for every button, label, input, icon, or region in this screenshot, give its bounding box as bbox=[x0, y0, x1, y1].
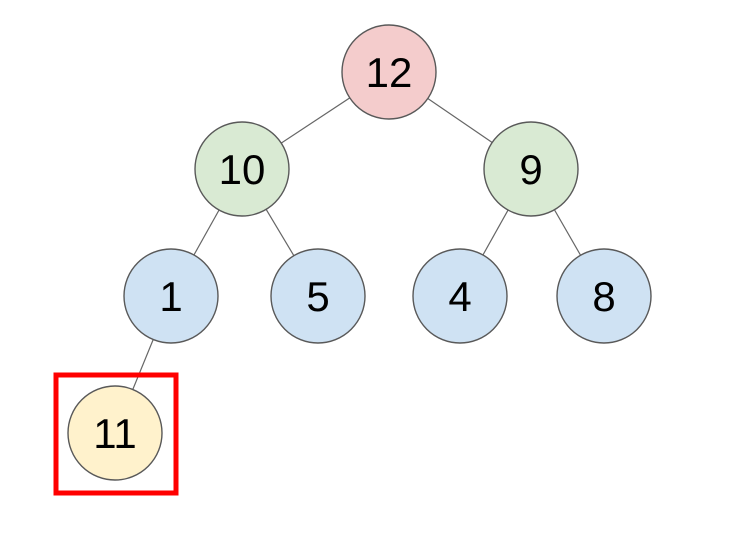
tree-node-circle-5 bbox=[270, 248, 366, 344]
tree-node-label-5: 5 bbox=[306, 273, 329, 320]
tree-node-circle-12 bbox=[341, 24, 437, 120]
tree-node-circle-9 bbox=[483, 121, 579, 217]
tree-node-5: 5 bbox=[270, 248, 366, 344]
tree-node-circle-8 bbox=[556, 248, 652, 344]
tree-node-8: 8 bbox=[556, 248, 652, 344]
tree-node-9: 9 bbox=[483, 121, 579, 217]
highlight-box bbox=[53, 372, 179, 496]
tree-node-label-11: 11 bbox=[93, 410, 137, 457]
tree-node-label-8: 8 bbox=[592, 273, 615, 320]
tree-node-circle-4 bbox=[412, 248, 508, 344]
tree-node-circle-11 bbox=[67, 385, 163, 481]
tree-node-1: 1 bbox=[123, 248, 219, 344]
tree-node-label-10: 10 bbox=[219, 146, 266, 193]
tree-node-10: 10 bbox=[194, 121, 290, 217]
tree-node-circle-1 bbox=[123, 248, 219, 344]
tree-node-label-1: 1 bbox=[159, 273, 182, 320]
tree-node-label-9: 9 bbox=[519, 146, 542, 193]
tree-node-11: 11 bbox=[67, 385, 163, 481]
tree-node-label-4: 4 bbox=[448, 273, 471, 320]
tree-node-circle-10 bbox=[194, 121, 290, 217]
tree-node-4: 4 bbox=[412, 248, 508, 344]
tree-node-12: 12 bbox=[341, 24, 437, 120]
tree-node-label-12: 12 bbox=[366, 49, 413, 96]
